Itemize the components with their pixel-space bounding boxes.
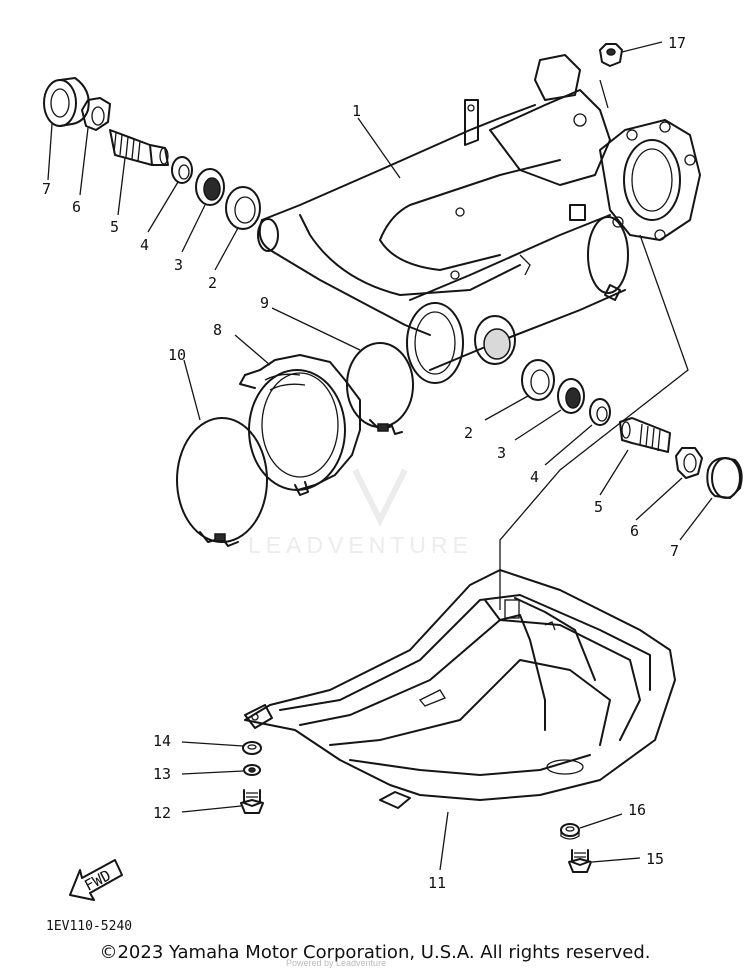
callout-3-upper: 3 — [174, 256, 183, 274]
callout-5-upper: 5 — [110, 218, 119, 236]
band-10 — [176, 417, 268, 547]
bolt-12 — [240, 789, 264, 814]
callout-2-upper: 2 — [208, 274, 217, 292]
callout-15: 15 — [646, 850, 664, 868]
callout-14: 14 — [153, 732, 171, 750]
callout-2-lower: 2 — [464, 424, 473, 442]
callout-9: 9 — [260, 294, 269, 312]
pivot-shaft-5-lower — [619, 417, 671, 453]
callout-11: 11 — [428, 874, 446, 892]
collar-4-lower — [589, 398, 611, 426]
lower-right-bearing-stack — [521, 359, 743, 499]
spring-washer-13 — [243, 764, 261, 776]
leader-lines — [47, 41, 713, 871]
washer-14 — [242, 741, 262, 755]
callout-8: 8 — [213, 321, 222, 339]
callout-7-lower: 7 — [670, 542, 679, 560]
callout-6-upper: 6 — [72, 198, 81, 216]
callout-5-lower: 5 — [594, 498, 603, 516]
band-9 — [346, 342, 414, 435]
callout-6-lower: 6 — [630, 522, 639, 540]
bearing-2-lower — [521, 359, 555, 401]
callout-17: 17 — [668, 34, 686, 52]
nut-17 — [599, 43, 623, 67]
callout-3-lower: 3 — [497, 444, 506, 462]
diagram-code: 1EV110-5240 — [46, 919, 132, 934]
callout-labels: 1 17 7 6 5 4 3 2 8 9 10 2 3 4 5 6 7 14 1… — [42, 34, 686, 892]
nut-6-lower — [675, 447, 703, 479]
watermark-text: LEADVENTURE — [248, 532, 473, 558]
callout-4-upper: 4 — [140, 236, 149, 254]
fwd-arrow-icon: FWD — [69, 859, 123, 901]
upper-left-bearing-stack — [43, 77, 261, 230]
copyright-notice: ©2023 Yamaha Motor Corporation, U.S.A. A… — [99, 942, 651, 963]
boot-8 — [239, 354, 361, 496]
oil-seal-3 — [195, 168, 225, 206]
fwd-label: FWD — [81, 866, 113, 895]
callout-12: 12 — [153, 804, 171, 822]
collar-4 — [171, 156, 193, 184]
callout-16: 16 — [628, 801, 646, 819]
oil-seal-3-lower — [557, 378, 585, 414]
callout-7-upper: 7 — [42, 180, 51, 198]
dust-cap-7 — [43, 77, 90, 127]
swingarm — [257, 54, 701, 384]
watermark-logo: LEADVENTURE — [248, 468, 473, 558]
powered-by-watermark: Powered by Leadventure — [286, 958, 387, 968]
bolt-15 — [568, 849, 592, 873]
callout-1: 1 — [352, 102, 361, 120]
callout-13: 13 — [153, 765, 171, 783]
dust-cap-7-lower — [706, 457, 743, 499]
callout-10: 10 — [168, 346, 186, 364]
washer-16 — [560, 823, 580, 840]
skid-plate-11 — [244, 569, 676, 809]
pivot-shaft-5 — [109, 129, 169, 166]
callout-4-lower: 4 — [530, 468, 539, 486]
nut-6 — [81, 97, 111, 131]
bearing-2 — [225, 186, 261, 230]
